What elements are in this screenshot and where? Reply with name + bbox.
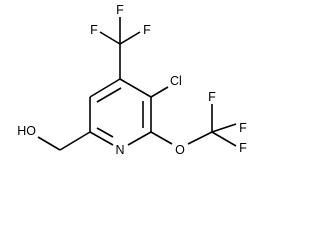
bond-c6-n-inner bbox=[96, 127, 114, 138]
bond-c6-ch2 bbox=[59, 131, 91, 151]
bond-c2-o bbox=[150, 131, 173, 145]
bond-c4-c3 bbox=[119, 78, 152, 98]
atom-label-f-top-left: F bbox=[90, 23, 98, 37]
atom-label-cl: Cl bbox=[170, 74, 182, 88]
bond-c4-c5 bbox=[89, 78, 121, 98]
bond-ch2-oh bbox=[37, 136, 61, 151]
bond-o-cf3 bbox=[187, 131, 213, 145]
atom-label-f-right-mid: F bbox=[239, 121, 247, 135]
atom-labels: F F F Cl HO N O F F F bbox=[17, 3, 247, 157]
atom-label-f-top-center: F bbox=[116, 3, 124, 17]
bond-c5-c4-inner bbox=[96, 87, 122, 103]
atom-label-f-right-lower: F bbox=[239, 141, 247, 155]
bond-c3-cl bbox=[150, 86, 169, 98]
bond-n-c2 bbox=[127, 131, 152, 146]
molecule-structure: F F F Cl HO N O F F F bbox=[17, 3, 247, 157]
atom-label-n: N bbox=[115, 143, 124, 157]
bond-ocf3-f-lower bbox=[211, 131, 237, 147]
bonds bbox=[37, 17, 237, 151]
bond-cf3-f-right bbox=[119, 31, 141, 45]
atom-label-oh: HO bbox=[17, 124, 36, 138]
atom-label-o-ether: O bbox=[175, 143, 185, 157]
bond-cf3-f-left bbox=[99, 31, 121, 45]
atom-label-f-right-upper: F bbox=[208, 90, 216, 104]
bond-c6-n bbox=[89, 131, 114, 146]
bond-ocf3-f-mid bbox=[211, 123, 237, 133]
atom-label-f-top-right: F bbox=[143, 23, 151, 37]
